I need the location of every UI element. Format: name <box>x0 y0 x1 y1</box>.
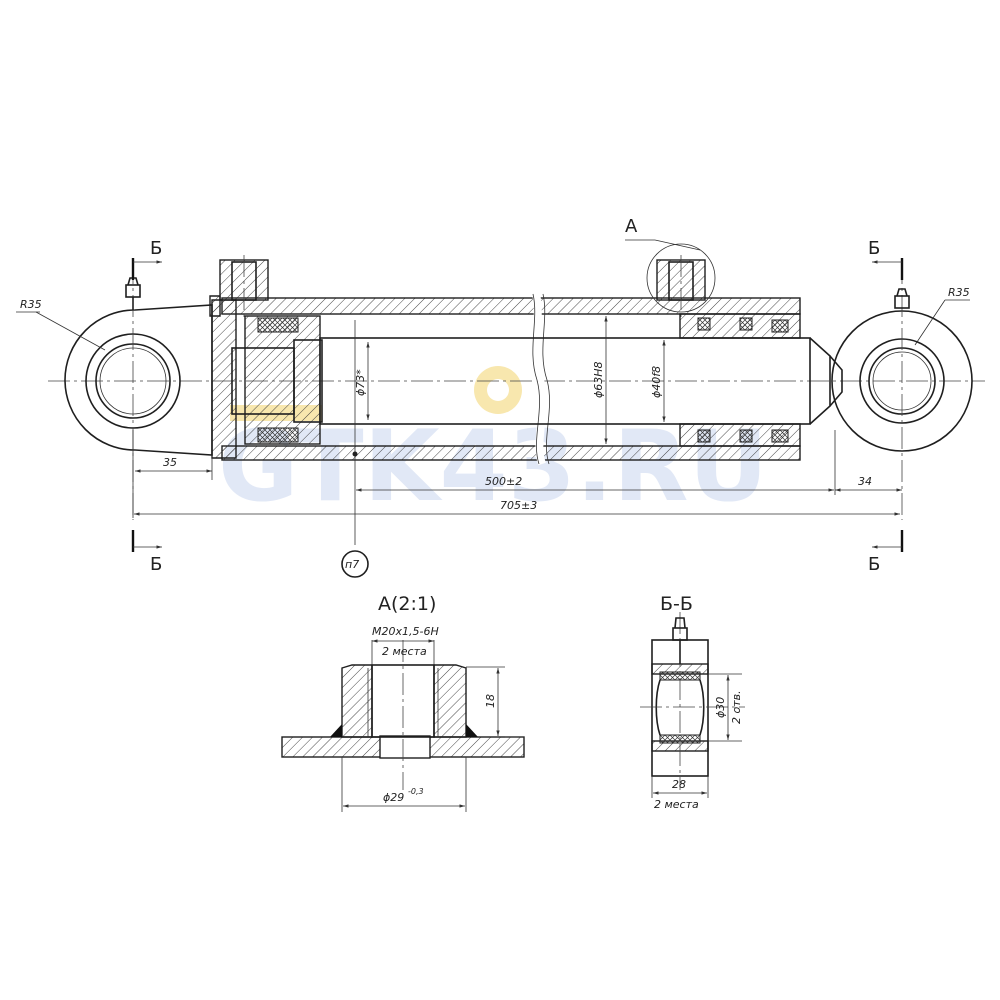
piston-seal-bottom <box>257 427 299 443</box>
dimensions: 35 500±2 34 705±3 ϕ73* ϕ63H8 ϕ40f8 <box>132 316 902 545</box>
section-bb-view: Б-Б ϕ30 2 отв. 28 2 места <box>640 593 745 811</box>
height-18: 18 <box>484 694 497 708</box>
section-bb-title: Б-Б <box>660 593 693 615</box>
piston <box>231 315 323 445</box>
item-callout-label: п7 <box>345 558 359 571</box>
rod-gland <box>679 313 801 447</box>
radius-label-left: R35 <box>20 298 42 311</box>
item-callout <box>341 550 369 578</box>
dia-29-tolerance: -0,3 <box>408 787 424 796</box>
places-2: 2 места <box>654 798 699 811</box>
detail-a-view: А(2:1) M20x1,5-6H 2 места 18 ϕ29 -0,3 <box>281 593 525 812</box>
tube-wall-top <box>221 297 801 315</box>
detail-a-circle <box>646 243 716 313</box>
dim-dia-63: ϕ63H8 <box>592 361 605 398</box>
detail-a-boss-right <box>433 664 467 738</box>
piston-rod <box>319 337 843 425</box>
rod-end-neck <box>809 337 831 425</box>
right-grease-nipple-icon <box>894 295 910 309</box>
dim-34: 34 <box>858 475 872 488</box>
section-marker-top-right: Б <box>868 238 880 259</box>
tube-wall-bottom <box>221 445 801 461</box>
section-markers: Б Б Б Б <box>131 238 904 575</box>
detail-a-boss-left <box>341 664 373 738</box>
piston-body <box>244 315 321 445</box>
thread-count: 2 места <box>382 645 427 658</box>
section-marker-top-left: Б <box>150 238 162 259</box>
piston-seal-top <box>257 317 299 333</box>
dim-stroke: 500±2 <box>485 475 522 488</box>
break-line <box>532 293 540 465</box>
dim-dia-73: ϕ73* <box>354 369 367 396</box>
section-marker-bottom-right: Б <box>868 554 880 575</box>
dim-dia-40: ϕ40f8 <box>650 366 663 398</box>
left-eye-outline <box>64 304 213 456</box>
cylinder-tube <box>209 293 801 466</box>
dim-total: 705±3 <box>500 499 537 512</box>
width-28: 28 <box>672 778 686 791</box>
dim-35: 35 <box>163 456 177 469</box>
left-eye <box>64 262 213 520</box>
holes-count: 2 отв. <box>730 690 743 724</box>
thread-spec: M20x1,5-6H <box>372 625 439 638</box>
port-right <box>625 239 716 320</box>
rod <box>319 337 811 425</box>
dia-30: ϕ30 <box>714 697 727 718</box>
view-a-marker: А <box>625 216 638 237</box>
detail-a-title: А(2:1) <box>378 593 436 615</box>
right-eye <box>831 262 973 520</box>
detail-a-thread <box>371 664 435 738</box>
radius-label-right: R35 <box>948 286 970 299</box>
port-left <box>219 255 269 320</box>
dia-29: ϕ29 <box>383 791 404 804</box>
section-marker-bottom-left: Б <box>150 554 162 575</box>
